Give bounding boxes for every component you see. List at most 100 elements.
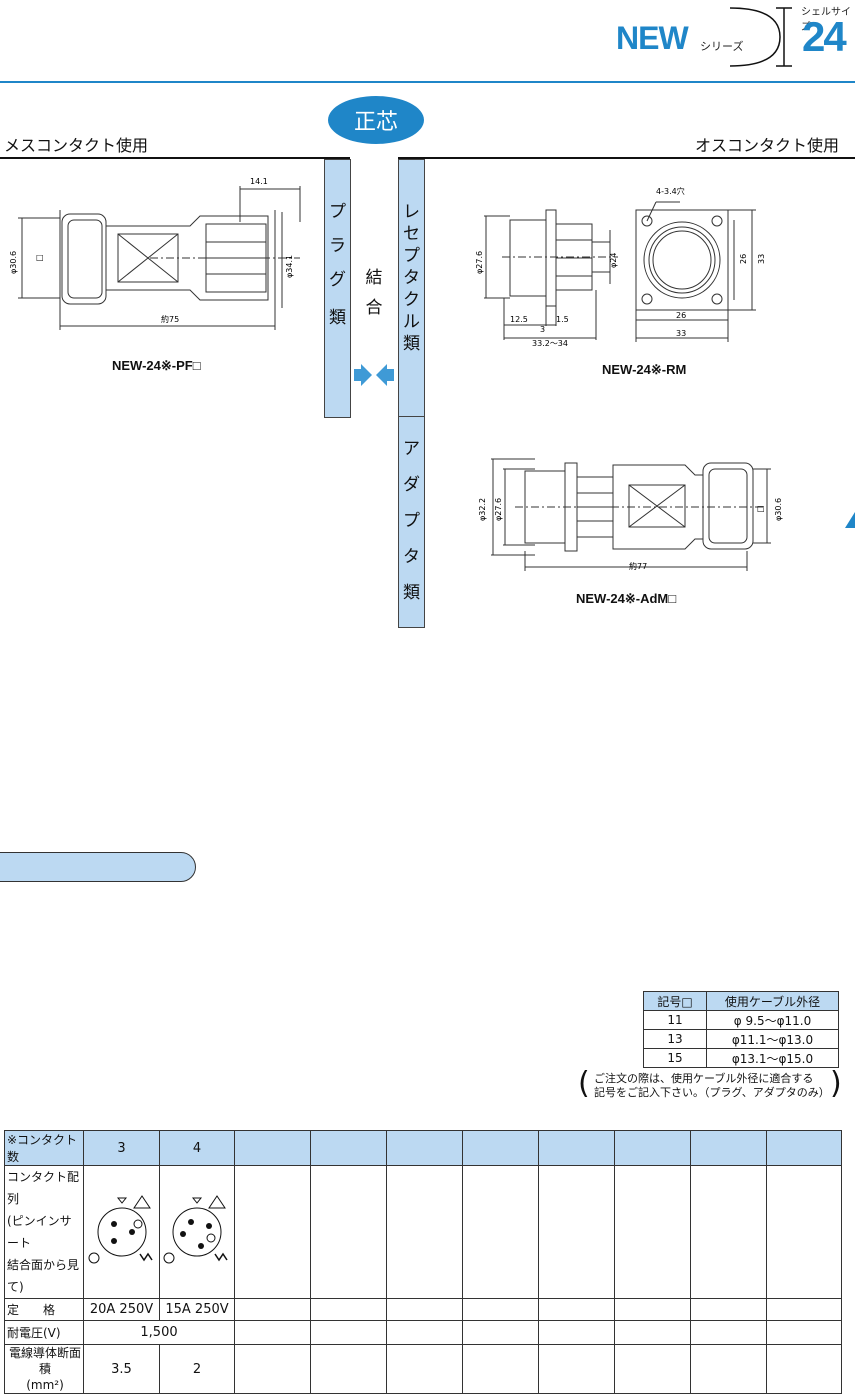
- wire-value: 2: [159, 1344, 235, 1394]
- empty-cell: [386, 1320, 463, 1345]
- receptacle-model: NEW-24※-RM: [602, 362, 687, 377]
- receptacle-char: ク: [403, 290, 420, 310]
- plug-dim-length: 約75: [161, 314, 179, 324]
- receptacle-bar: レ セ プ タ ク ル 類: [398, 159, 425, 418]
- edge-triangle-icon: [845, 512, 855, 528]
- table-row: 15 φ13.1～φ15.0: [643, 1048, 839, 1068]
- plug-char: 類: [329, 308, 346, 328]
- contact-layout-3-diagram: [88, 1195, 153, 1264]
- plug-char: プ: [329, 202, 346, 222]
- rating-value: 15A 250V: [159, 1298, 235, 1321]
- empty-cell: [234, 1130, 311, 1166]
- wire-value: 3.5: [83, 1344, 160, 1394]
- plug-dim-dia-right: φ34.1: [285, 255, 294, 278]
- adapter-char: ア: [403, 439, 420, 459]
- empty-cell: [386, 1344, 463, 1394]
- adapter-char: プ: [403, 511, 420, 531]
- adapter-dim-dia3: φ30.6: [774, 498, 783, 521]
- empty-cell: [234, 1298, 311, 1321]
- adapter-char: タ: [403, 547, 420, 567]
- adapter-dim-dia2: φ27.6: [494, 498, 503, 521]
- mating-arrows-icon: [354, 364, 394, 386]
- empty-cell: [766, 1165, 842, 1299]
- empty-cell: [234, 1165, 311, 1299]
- receptacle-char: セ: [403, 224, 420, 244]
- receptacle-dim-h1: 26: [739, 254, 748, 264]
- receptacle-dim-w2: 33: [676, 329, 686, 338]
- empty-cell: [766, 1130, 842, 1166]
- mating-label: 結 合: [362, 270, 386, 330]
- empty-cell: [386, 1165, 463, 1299]
- section-title-female: メスコンタクト使用: [4, 136, 149, 155]
- wire-unit: (mm²): [26, 1378, 64, 1392]
- spec-table: ※コンタクト数 3 4 コンタクト配列 (ピンインサート 結合面から見て): [4, 1130, 842, 1394]
- empty-cell: [538, 1165, 615, 1299]
- empty-cell: [766, 1344, 842, 1394]
- cable-code: 11: [643, 1010, 707, 1030]
- layout-3-contact: [83, 1165, 160, 1299]
- note-line: ご注文の際は、使用ケーブル外径に適合する: [594, 1072, 814, 1085]
- label-rating: 定 格: [4, 1298, 84, 1321]
- plug-dim-top: 14.1: [250, 177, 268, 186]
- empty-cell: [690, 1344, 767, 1394]
- empty-cell: [310, 1130, 387, 1166]
- receptacle-dim-w1: 26: [676, 311, 686, 320]
- adapter-drawing: φ32.2 φ27.6 φ30.6 □ 約77: [478, 458, 783, 571]
- receptacle-dim-h2: 33: [757, 254, 766, 264]
- cable-range: φ11.1～φ13.0: [706, 1029, 839, 1049]
- plug-char: ラ: [329, 236, 346, 256]
- adapter-dim-length: 約77: [629, 561, 647, 571]
- receptacle-dim-d1: 12.5: [510, 315, 528, 324]
- receptacle-dim-dia-right: φ24: [609, 253, 618, 268]
- header-rule: [0, 81, 855, 83]
- layout-label-line: コンタクト配列: [7, 1170, 80, 1206]
- empty-cell: [462, 1165, 539, 1299]
- receptacle-dim-d2: 3: [540, 325, 545, 334]
- empty-cell: [690, 1165, 767, 1299]
- layout-label-line: 結合面から見て): [7, 1258, 80, 1294]
- label-wire: 電線導体断面積 (mm²): [4, 1344, 84, 1394]
- series-name: NEW: [616, 20, 689, 56]
- empty-cell: [766, 1298, 842, 1321]
- cable-range: φ 9.5～φ11.0: [706, 1010, 839, 1030]
- empty-cell: [462, 1320, 539, 1345]
- empty-cell: [766, 1320, 842, 1345]
- empty-cell: [614, 1130, 691, 1166]
- empty-cell: [614, 1344, 691, 1394]
- contacts-value: 3: [83, 1130, 160, 1166]
- empty-cell: [614, 1165, 691, 1299]
- empty-cell: [386, 1298, 463, 1321]
- empty-cell: [614, 1298, 691, 1321]
- empty-cell: [462, 1130, 539, 1166]
- label-contacts: ※コンタクト数: [4, 1130, 84, 1166]
- shell-size-label: シェルサイズ: [801, 7, 851, 33]
- series-suffix: シリーズ: [700, 40, 744, 53]
- empty-cell: [310, 1344, 387, 1394]
- empty-cell: [538, 1344, 615, 1394]
- adapter-dim-dia1: φ32.2: [478, 498, 487, 521]
- mating-char: 合: [365, 298, 383, 318]
- empty-cell: [310, 1320, 387, 1345]
- shell-size: 24: [802, 13, 847, 60]
- receptacle-char: ル: [403, 312, 420, 332]
- adapter-char: 類: [403, 583, 420, 603]
- empty-cell: [538, 1298, 615, 1321]
- contact-layout-4-diagram: [163, 1195, 228, 1264]
- label-layout: コンタクト配列 (ピンインサート 結合面から見て): [4, 1165, 84, 1299]
- empty-cell: [310, 1165, 387, 1299]
- note-paren-right: ): [830, 1066, 842, 1101]
- empty-cell: [234, 1320, 311, 1345]
- mating-char: 結: [365, 268, 383, 288]
- empty-cell: [538, 1320, 615, 1345]
- header-bracket-graphic: [729, 7, 792, 67]
- empty-cell: [690, 1130, 767, 1166]
- layout-label-line: (ピンインサート: [7, 1214, 72, 1250]
- plug-dim-square: □: [36, 253, 44, 262]
- empty-cell: [462, 1298, 539, 1321]
- note-line: 記号をご記入下さい。（プラグ、アダプタのみ）: [594, 1086, 830, 1099]
- section-pill: [0, 852, 196, 882]
- cable-table-header: 使用ケーブル外径: [706, 991, 839, 1011]
- adapter-dim-square: □: [757, 504, 765, 513]
- cable-table-header: 記号□: [643, 991, 707, 1011]
- table-row: 13 φ11.1～φ13.0: [643, 1029, 839, 1049]
